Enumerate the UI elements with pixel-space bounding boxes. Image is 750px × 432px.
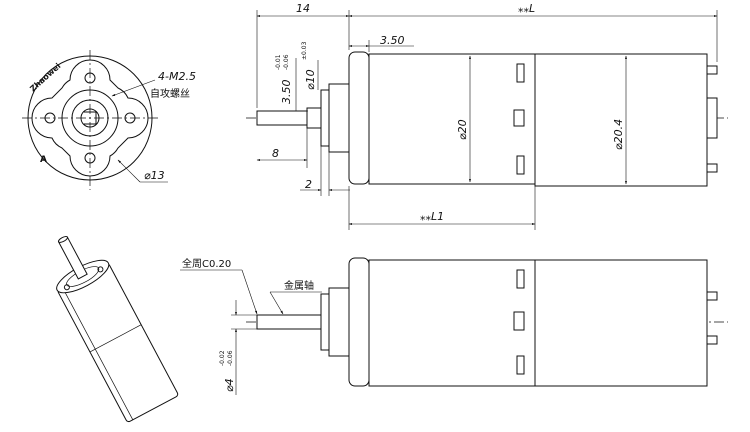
diameter13-leader <box>117 159 141 183</box>
chamfer-leader <box>241 269 258 315</box>
dim-d204-label: ⌀20.4 <box>612 119 625 150</box>
shaft-leader <box>269 291 284 315</box>
bottom-terminal-top <box>706 291 718 301</box>
side-view-bottom: 全周C0.20 金属轴 ⌀4 -0.02 -0.06 <box>180 257 728 395</box>
shaft-round <box>306 107 322 129</box>
bottom-motor-body <box>534 259 708 387</box>
bottom-gearbox-front <box>328 287 350 357</box>
bottom-gearbox-body <box>368 259 536 387</box>
terminal-bottom <box>706 163 718 173</box>
dim-2-label: 2 <box>305 178 312 191</box>
bottom-terminal-bottom <box>706 335 718 345</box>
iso-hole-1 <box>63 284 70 291</box>
gearbox-flange <box>348 51 370 185</box>
dim-d4-label: ⌀4 <box>223 378 236 392</box>
dim-d20-label: ⌀20 <box>456 119 469 140</box>
iso-body-seam <box>89 324 142 353</box>
end-cap-bump <box>706 97 718 139</box>
brand-logo: Zhaowei <box>28 61 62 93</box>
terminal-top <box>706 65 718 75</box>
dim-350tol-lower: -0.06 <box>283 54 290 70</box>
shaft-note: 金属轴 <box>284 279 314 292</box>
thread-note: 自攻螺丝 <box>150 87 190 100</box>
shaft-d-cut <box>256 110 308 126</box>
bottom-slot-top <box>516 269 525 289</box>
iso-shaft-tip <box>57 236 69 243</box>
slot-top <box>516 63 525 83</box>
slot-mid <box>513 109 525 127</box>
slot-bottom <box>516 155 525 175</box>
iso-view <box>56 236 179 423</box>
bottom-gearbox-flange <box>348 257 370 387</box>
dim-L1-label: ⁎⁎L1 <box>420 210 444 223</box>
gearbox-front <box>328 83 350 153</box>
iso-hole-2 <box>97 266 104 273</box>
boss-collar <box>320 89 330 147</box>
diameter-13-label: ⌀13 <box>144 169 165 182</box>
front-view: Zhaowei A 4-M2.5 自攻螺丝 ⌀13 <box>22 50 196 190</box>
dim-d4-tol-upper: -0.02 <box>219 350 226 366</box>
dim-14-label: 14 <box>296 2 310 15</box>
gearbox-body <box>368 53 536 185</box>
thread-label: 4-M2.5 <box>158 70 196 83</box>
chamfer-note: 全周C0.20 <box>182 257 231 270</box>
dim-d10-tol: ±0.03 <box>301 41 308 60</box>
bottom-slot-mid <box>513 311 525 331</box>
dim-350-label: 3.50 <box>380 34 405 47</box>
dim-350tol-label: 3.50 <box>280 80 293 105</box>
bottom-slot-bottom <box>516 355 525 375</box>
dim-350tol-upper: -0.01 <box>275 54 282 70</box>
mounting-lobes <box>31 59 149 177</box>
motor-body <box>534 53 708 187</box>
iso-body-flat <box>62 287 134 420</box>
thread-leader <box>111 79 156 97</box>
dim-L-label: ⁎⁎L <box>518 2 535 15</box>
mark-a: A <box>40 155 47 165</box>
bottom-boss-collar <box>320 293 330 351</box>
side-view-top: ⌀20 ⌀20.4 14 ⁎⁎L 3.50 3.50 -0.01 -0.06 ⌀… <box>246 2 728 230</box>
bottom-shaft <box>256 314 322 330</box>
dim-d10-label: ⌀10 <box>304 69 317 90</box>
dim-8-label: 8 <box>272 147 279 160</box>
dim-d4-tol-lower: -0.06 <box>227 350 234 366</box>
